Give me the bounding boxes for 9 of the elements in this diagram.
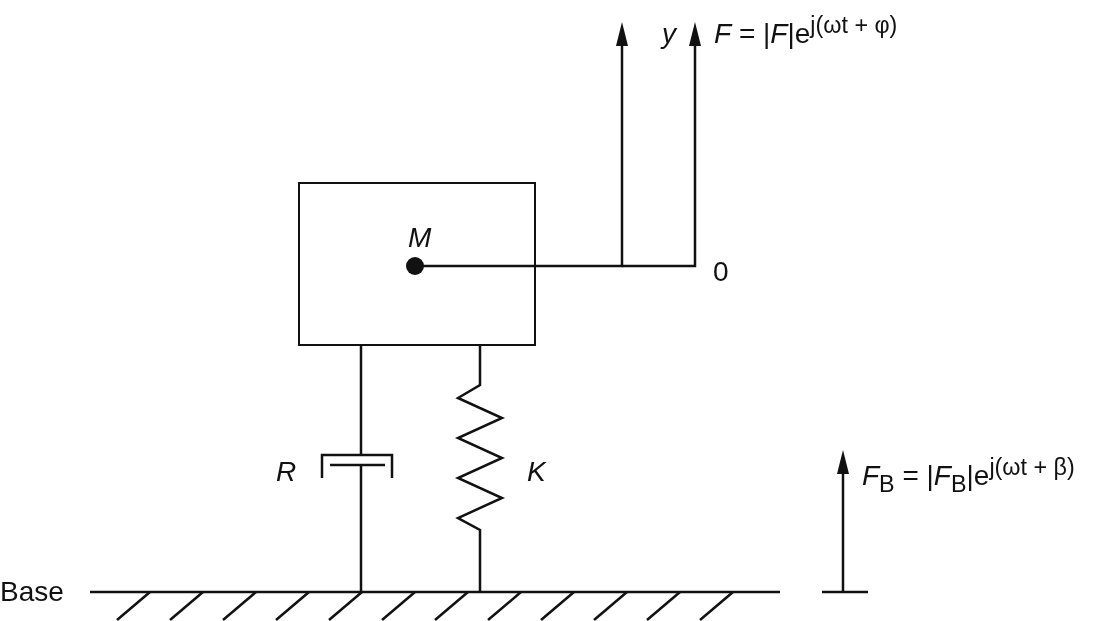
mass-label: M bbox=[408, 224, 432, 252]
force-formula: F = |F|e$^{j(ωt + φ)}$ bbox=[714, 14, 898, 49]
base-force-formula: F$_{B}$ = |F$_{B}$|e$^{j(ωt + β)}$ bbox=[862, 456, 1075, 497]
displacement-label: y bbox=[662, 20, 676, 48]
origin-label: 0 bbox=[713, 258, 729, 286]
base-label: Base bbox=[0, 578, 64, 606]
mass-block bbox=[298, 182, 536, 346]
damper-label: R bbox=[276, 458, 297, 486]
spring-label: K bbox=[527, 458, 546, 486]
